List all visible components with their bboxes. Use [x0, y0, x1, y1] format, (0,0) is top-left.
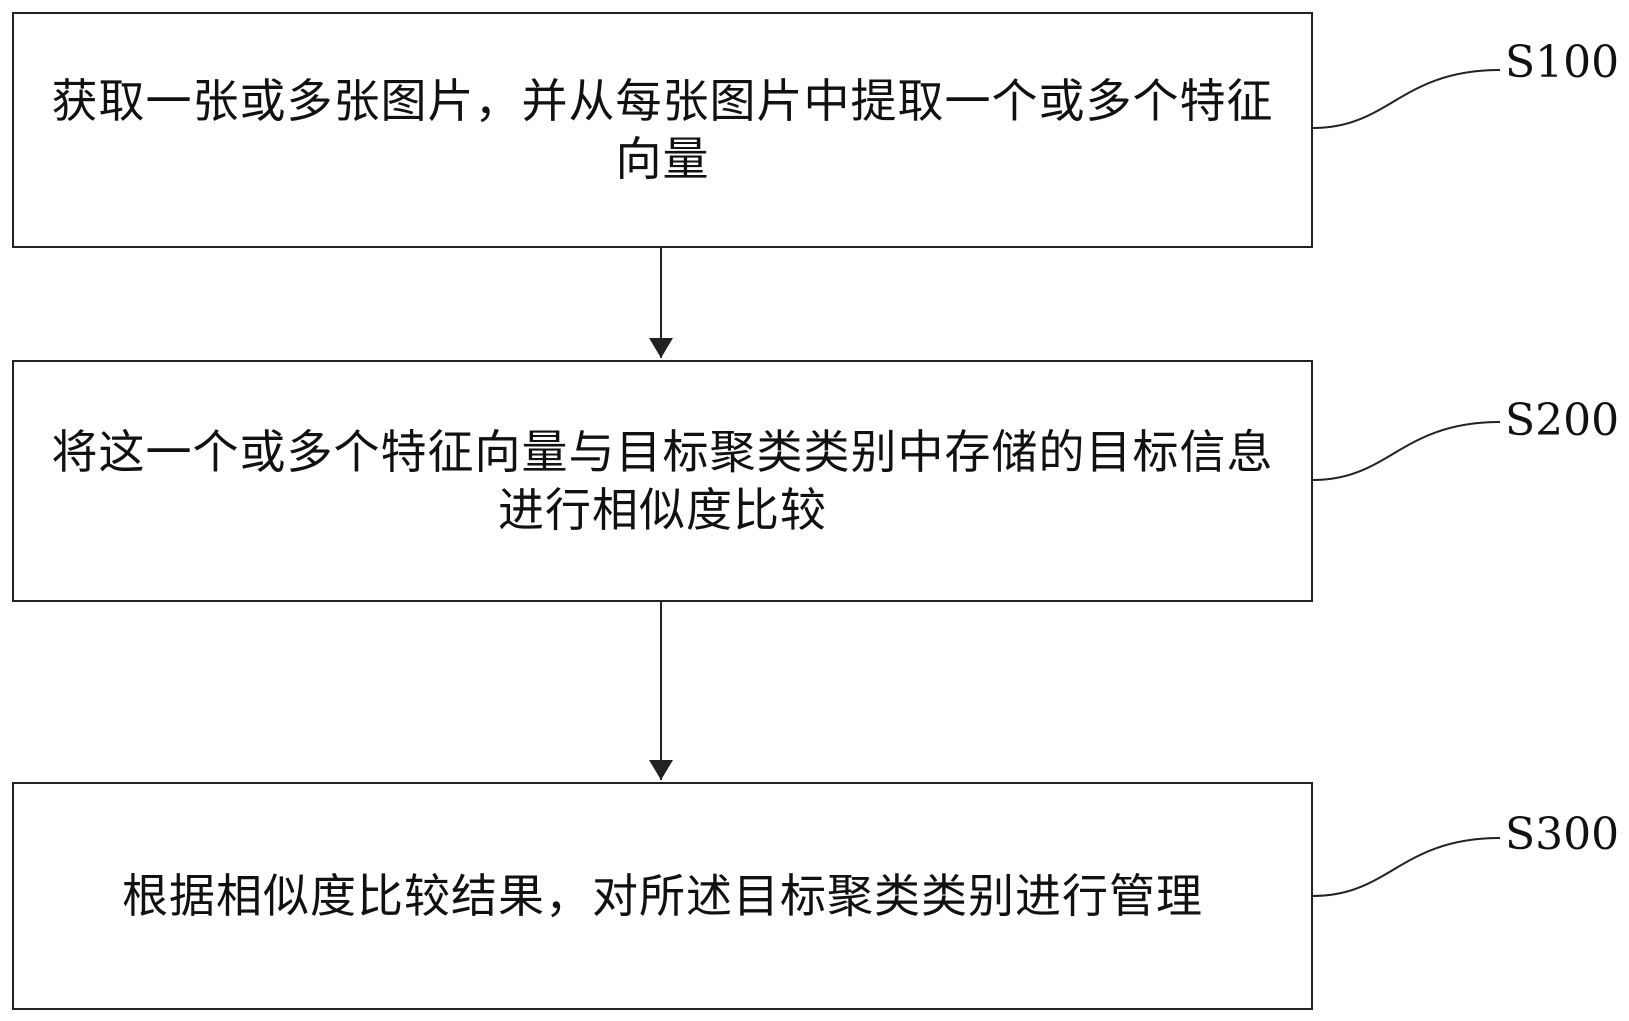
leader-line-s300: [1312, 837, 1501, 897]
step-text-s100: 获取一张或多张图片，并从每张图片中提取一个或多个特征向量: [51, 74, 1274, 186]
arrow-s200-to-s300-head: [649, 760, 673, 780]
step-label-s300: S300: [1505, 809, 1620, 860]
step-text-s200: 将这一个或多个特征向量与目标聚类类别中存储的目标信息进行相似度比较: [51, 425, 1274, 537]
step-label-s200: S200: [1505, 395, 1620, 446]
step-box-s200: 将这一个或多个特征向量与目标聚类类别中存储的目标信息进行相似度比较: [12, 360, 1313, 602]
arrow-s100-to-s200-head: [649, 338, 673, 358]
step-label-s100: S100: [1505, 37, 1620, 88]
step-box-s300: 根据相似度比较结果，对所述目标聚类类别进行管理: [12, 782, 1313, 1010]
leader-line-s200: [1312, 421, 1501, 481]
leader-line-s100: [1312, 69, 1501, 129]
step-box-s100: 获取一张或多张图片，并从每张图片中提取一个或多个特征向量: [12, 12, 1313, 248]
step-text-s300: 根据相似度比较结果，对所述目标聚类类别进行管理: [122, 869, 1203, 923]
